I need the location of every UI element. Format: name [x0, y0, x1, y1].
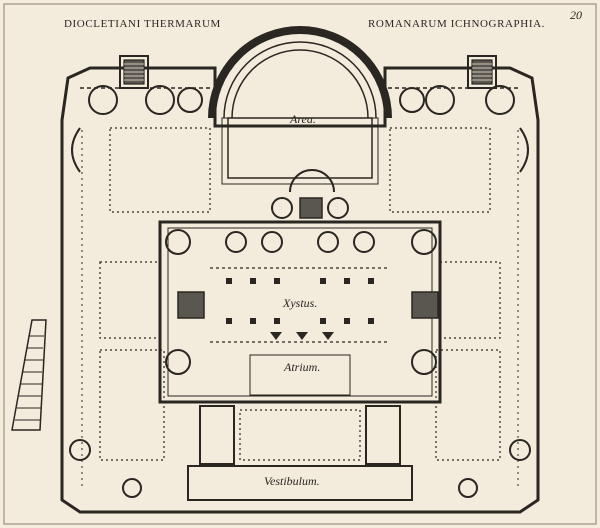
outer-wall — [60, 66, 540, 514]
colonnade-courts — [81, 127, 519, 490]
scale-bar — [11, 319, 47, 431]
corner-rotundas — [71, 85, 529, 173]
pool-center — [299, 197, 323, 219]
label-xystus: Xystus. — [283, 296, 318, 310]
caldarium-rotunda — [271, 169, 349, 219]
vestibule-rooms — [69, 405, 531, 501]
label-atrium: Atrium. — [284, 360, 321, 374]
label-vestibulum: Vestibulum. — [264, 474, 320, 488]
stair-tower-right — [467, 55, 497, 89]
plate-frame — [3, 3, 597, 525]
header-title-left: DIOCLETIANI THERMARUM — [64, 18, 221, 30]
label-area: Area. — [290, 112, 316, 126]
column-piers — [226, 278, 374, 340]
domed-niches — [165, 229, 437, 375]
plate-number: 20 — [570, 8, 582, 22]
exedra-arc — [208, 26, 392, 185]
stair-tower-left — [119, 55, 149, 89]
pool-right — [411, 291, 439, 319]
pool-left — [177, 291, 205, 319]
header-title-right: ROMANARUM ICHNOGRAPHIA. — [368, 18, 545, 30]
